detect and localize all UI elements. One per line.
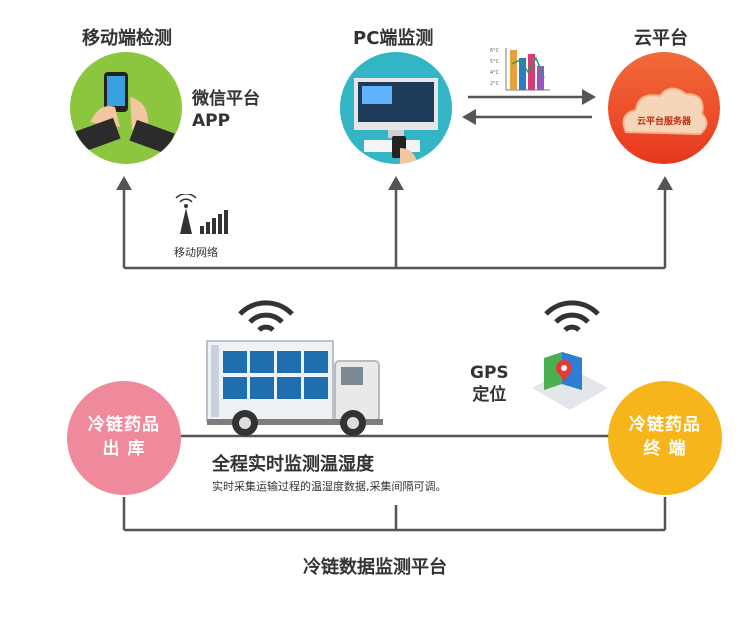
mobile-monitor-title: 移动端检测 xyxy=(82,28,172,49)
origin-circle: 冷链药品 出 库 xyxy=(67,381,181,495)
pc-monitor-title: PC端监测 xyxy=(353,28,434,49)
chart-tick: 4°C xyxy=(490,70,500,76)
origin-line2: 出 库 xyxy=(102,439,146,459)
hands-phone-icon xyxy=(75,72,175,155)
cloud-platform-title: 云平台 xyxy=(634,28,688,49)
gps-label: GPS 定位 xyxy=(470,362,509,406)
wifi-icon xyxy=(238,300,294,332)
wechat-platform-text: 微信平台 xyxy=(192,89,260,109)
cloud-platform-circle: 云平台服务器 xyxy=(608,52,720,164)
location-text: 定位 xyxy=(472,385,507,405)
chart-ticks: 6°C 5°C 4°C 2°C xyxy=(490,46,499,90)
cloud-server-label: 云平台服务器 xyxy=(636,117,691,127)
map-pin-icon xyxy=(532,352,608,410)
app-label: 微信平台 APP xyxy=(192,88,260,132)
app-text: APP xyxy=(192,111,231,131)
monitor-title: 全程实时监测温湿度 xyxy=(212,454,374,475)
mobile-monitor-circle xyxy=(70,52,182,164)
gps-text: GPS xyxy=(470,363,509,383)
truck-icon xyxy=(205,335,390,439)
computer-icon xyxy=(354,78,438,164)
temperature-chart-icon: 6°C 5°C 4°C 2°C xyxy=(490,46,550,96)
terminal-circle: 冷链药品 终 端 xyxy=(608,381,722,495)
origin-line1: 冷链药品 xyxy=(88,415,160,435)
cloud-icon xyxy=(622,87,708,136)
chart-tick: 6°C xyxy=(490,48,500,54)
wifi-icon xyxy=(544,300,600,332)
mobile-network-label: 移动网络 xyxy=(174,246,218,259)
terminal-line2: 终 端 xyxy=(643,439,687,459)
chart-tick: 5°C xyxy=(490,59,500,65)
chart-tick: 2°C xyxy=(490,81,500,87)
platform-label: 冷链数据监测平台 xyxy=(303,557,447,578)
signal-tower-icon xyxy=(166,194,232,236)
pc-monitor-circle xyxy=(340,52,452,164)
monitor-desc: 实时采集运输过程的温湿度数据,采集间隔可调。 xyxy=(212,480,447,493)
terminal-line1: 冷链药品 xyxy=(629,415,701,435)
